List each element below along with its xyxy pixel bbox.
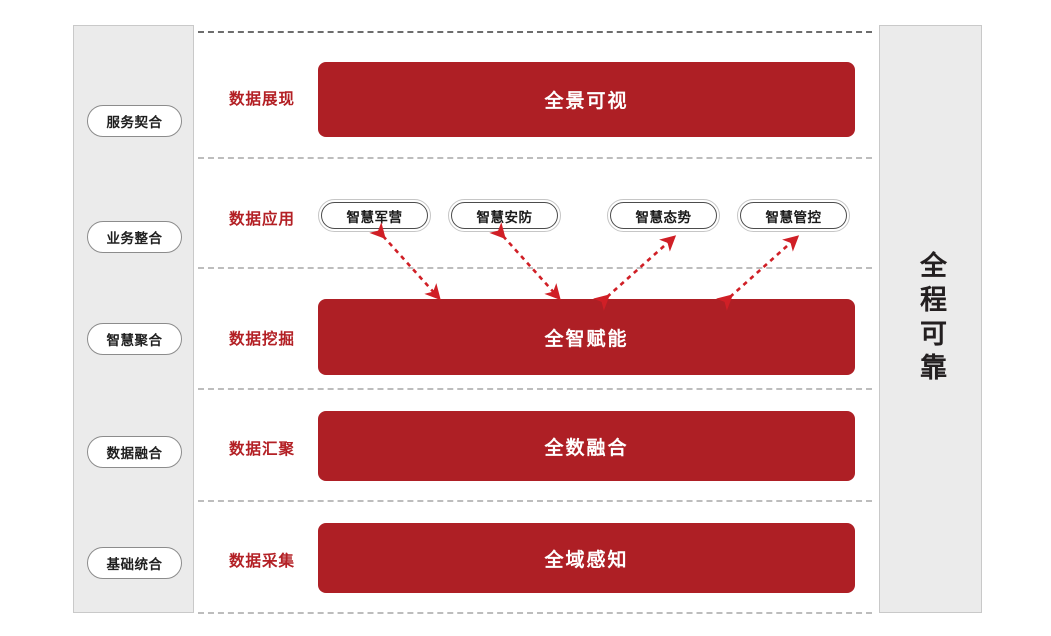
layer-label-mining: 数据挖掘 (228, 331, 295, 348)
stage-pill-label: 智慧聚合 (106, 333, 163, 348)
row-separator-4 (198, 500, 872, 502)
stage-pill-label: 基础统合 (106, 557, 163, 572)
stage-pill-label: 数据融合 (106, 446, 163, 461)
app-pill-label: 智慧安防 (476, 209, 533, 225)
app-pill-inner: 智慧军营 (321, 202, 428, 229)
stage-pill-label: 服务契合 (106, 115, 163, 130)
app-pill-label: 智慧管控 (765, 209, 822, 225)
app-pill-smart-situation[interactable]: 智慧态势 (607, 199, 720, 232)
capability-bar-panoramic-visibility[interactable]: 全景可视 (318, 62, 855, 137)
app-pill-smart-security[interactable]: 智慧安防 (448, 199, 561, 232)
app-pill-inner: 智慧态势 (610, 202, 717, 229)
row-separator-top (198, 31, 872, 33)
row-separator-bottom (198, 612, 872, 614)
capability-bar-full-intelligence[interactable]: 全智赋能 (318, 299, 855, 375)
app-pill-smart-barracks[interactable]: 智慧军营 (318, 199, 431, 232)
app-pill-label: 智慧军营 (346, 209, 403, 225)
stage-pill-intelligence-convergence[interactable]: 智慧聚合 (87, 323, 182, 355)
stage-column-panel: 服务契合 业务整合 智慧聚合 数据融合 基础统合 (73, 25, 194, 613)
layer-label-presentation: 数据展现 (228, 91, 295, 108)
layer-label-application: 数据应用 (228, 211, 295, 228)
app-pill-inner: 智慧管控 (740, 202, 847, 229)
capability-bar-full-data-fusion[interactable]: 全数融合 (318, 411, 855, 481)
stage-pill-business-integration[interactable]: 业务整合 (87, 221, 182, 253)
app-pill-label: 智慧态势 (635, 209, 692, 225)
stage-pill-data-fusion[interactable]: 数据融合 (87, 436, 182, 468)
capability-bar-full-domain-sensing[interactable]: 全域感知 (318, 523, 855, 593)
reliability-slogan-label: 全程可靠 (916, 251, 946, 387)
stage-pill-service-fit[interactable]: 服务契合 (87, 105, 182, 137)
row-separator-3 (198, 388, 872, 390)
stage-pill-label: 业务整合 (106, 231, 163, 246)
layer-label-aggregation: 数据汇聚 (228, 441, 295, 458)
layer-label-collection: 数据采集 (228, 553, 295, 570)
row-separator-1 (198, 157, 872, 159)
app-pill-smart-control[interactable]: 智慧管控 (737, 199, 850, 232)
row-separator-2 (198, 267, 872, 269)
reliability-column-panel: 全程可靠 (879, 25, 982, 613)
stage-pill-foundation-unification[interactable]: 基础统合 (87, 547, 182, 579)
app-pill-inner: 智慧安防 (451, 202, 558, 229)
reliability-slogan: 全程可靠 (880, 26, 981, 612)
